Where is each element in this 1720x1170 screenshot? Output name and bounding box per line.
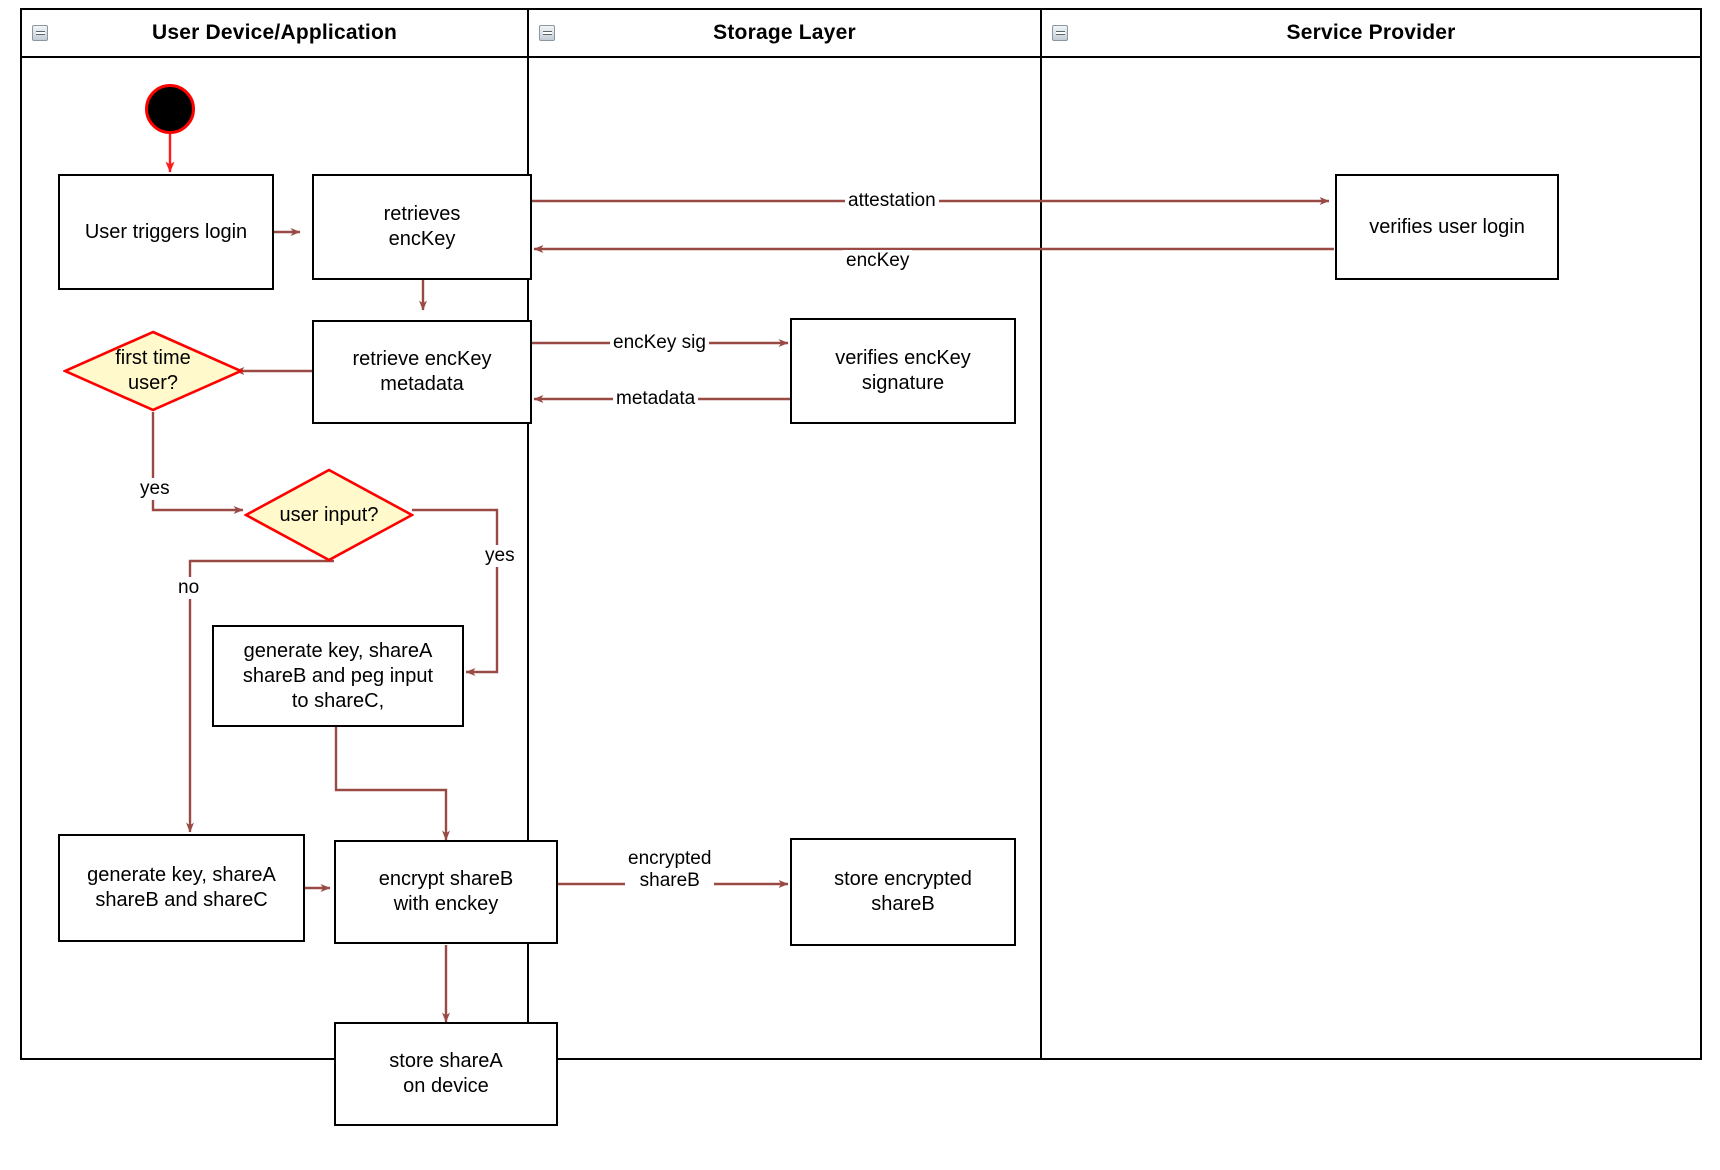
node-user-input[interactable]: user input? — [244, 468, 414, 562]
node-retrieves-enckey[interactable]: retrieves encKey — [312, 174, 532, 280]
collapse-minus-icon[interactable] — [32, 25, 48, 41]
edge-label-enckey: encKey — [843, 250, 913, 272]
lane-title-service-provider: Service Provider — [1286, 21, 1456, 44]
node-store-sharea[interactable]: store shareA on device — [334, 1022, 558, 1126]
edge-label-metadata: metadata — [613, 388, 699, 410]
edge-label-input-no: no — [175, 577, 203, 599]
node-verifies-user-login[interactable]: verifies user login — [1335, 174, 1559, 280]
edge-label-encrypted-shareb: encrypted shareB — [625, 848, 715, 892]
edge-label-first-yes: yes — [137, 478, 173, 500]
node-encrypt-shareb[interactable]: encrypt shareB with enckey — [334, 840, 558, 944]
node-store-encrypted-shareb[interactable]: store encrypted shareB — [790, 838, 1016, 946]
lane-title-user-device: User Device/Application — [151, 21, 397, 44]
node-verifies-enckey-signature[interactable]: verifies encKey signature — [790, 318, 1016, 424]
node-retrieve-enckey-metadata[interactable]: retrieve encKey metadata — [312, 320, 532, 424]
lane-title-storage: Storage Layer — [713, 21, 856, 44]
collapse-minus-icon[interactable] — [539, 25, 555, 41]
node-generate-peg[interactable]: generate key, shareA shareB and peg inpu… — [212, 625, 464, 727]
collapse-minus-icon[interactable] — [1052, 25, 1068, 41]
lane-header-user-device[interactable]: User Device/Application — [22, 10, 529, 58]
edge-label-input-yes: yes — [482, 545, 518, 567]
lane-header-storage[interactable]: Storage Layer — [529, 10, 1042, 58]
node-generate-abc[interactable]: generate key, shareA shareB and shareC — [58, 834, 305, 942]
start-node[interactable] — [145, 84, 195, 134]
edge-label-attestation: attestation — [845, 190, 939, 212]
edge-label-enckey-sig: encKey sig — [610, 332, 709, 354]
node-user-triggers-login[interactable]: User triggers login — [58, 174, 274, 290]
node-first-time-user[interactable]: first time user? — [63, 330, 243, 412]
lane-header-service-provider[interactable]: Service Provider — [1042, 10, 1700, 58]
